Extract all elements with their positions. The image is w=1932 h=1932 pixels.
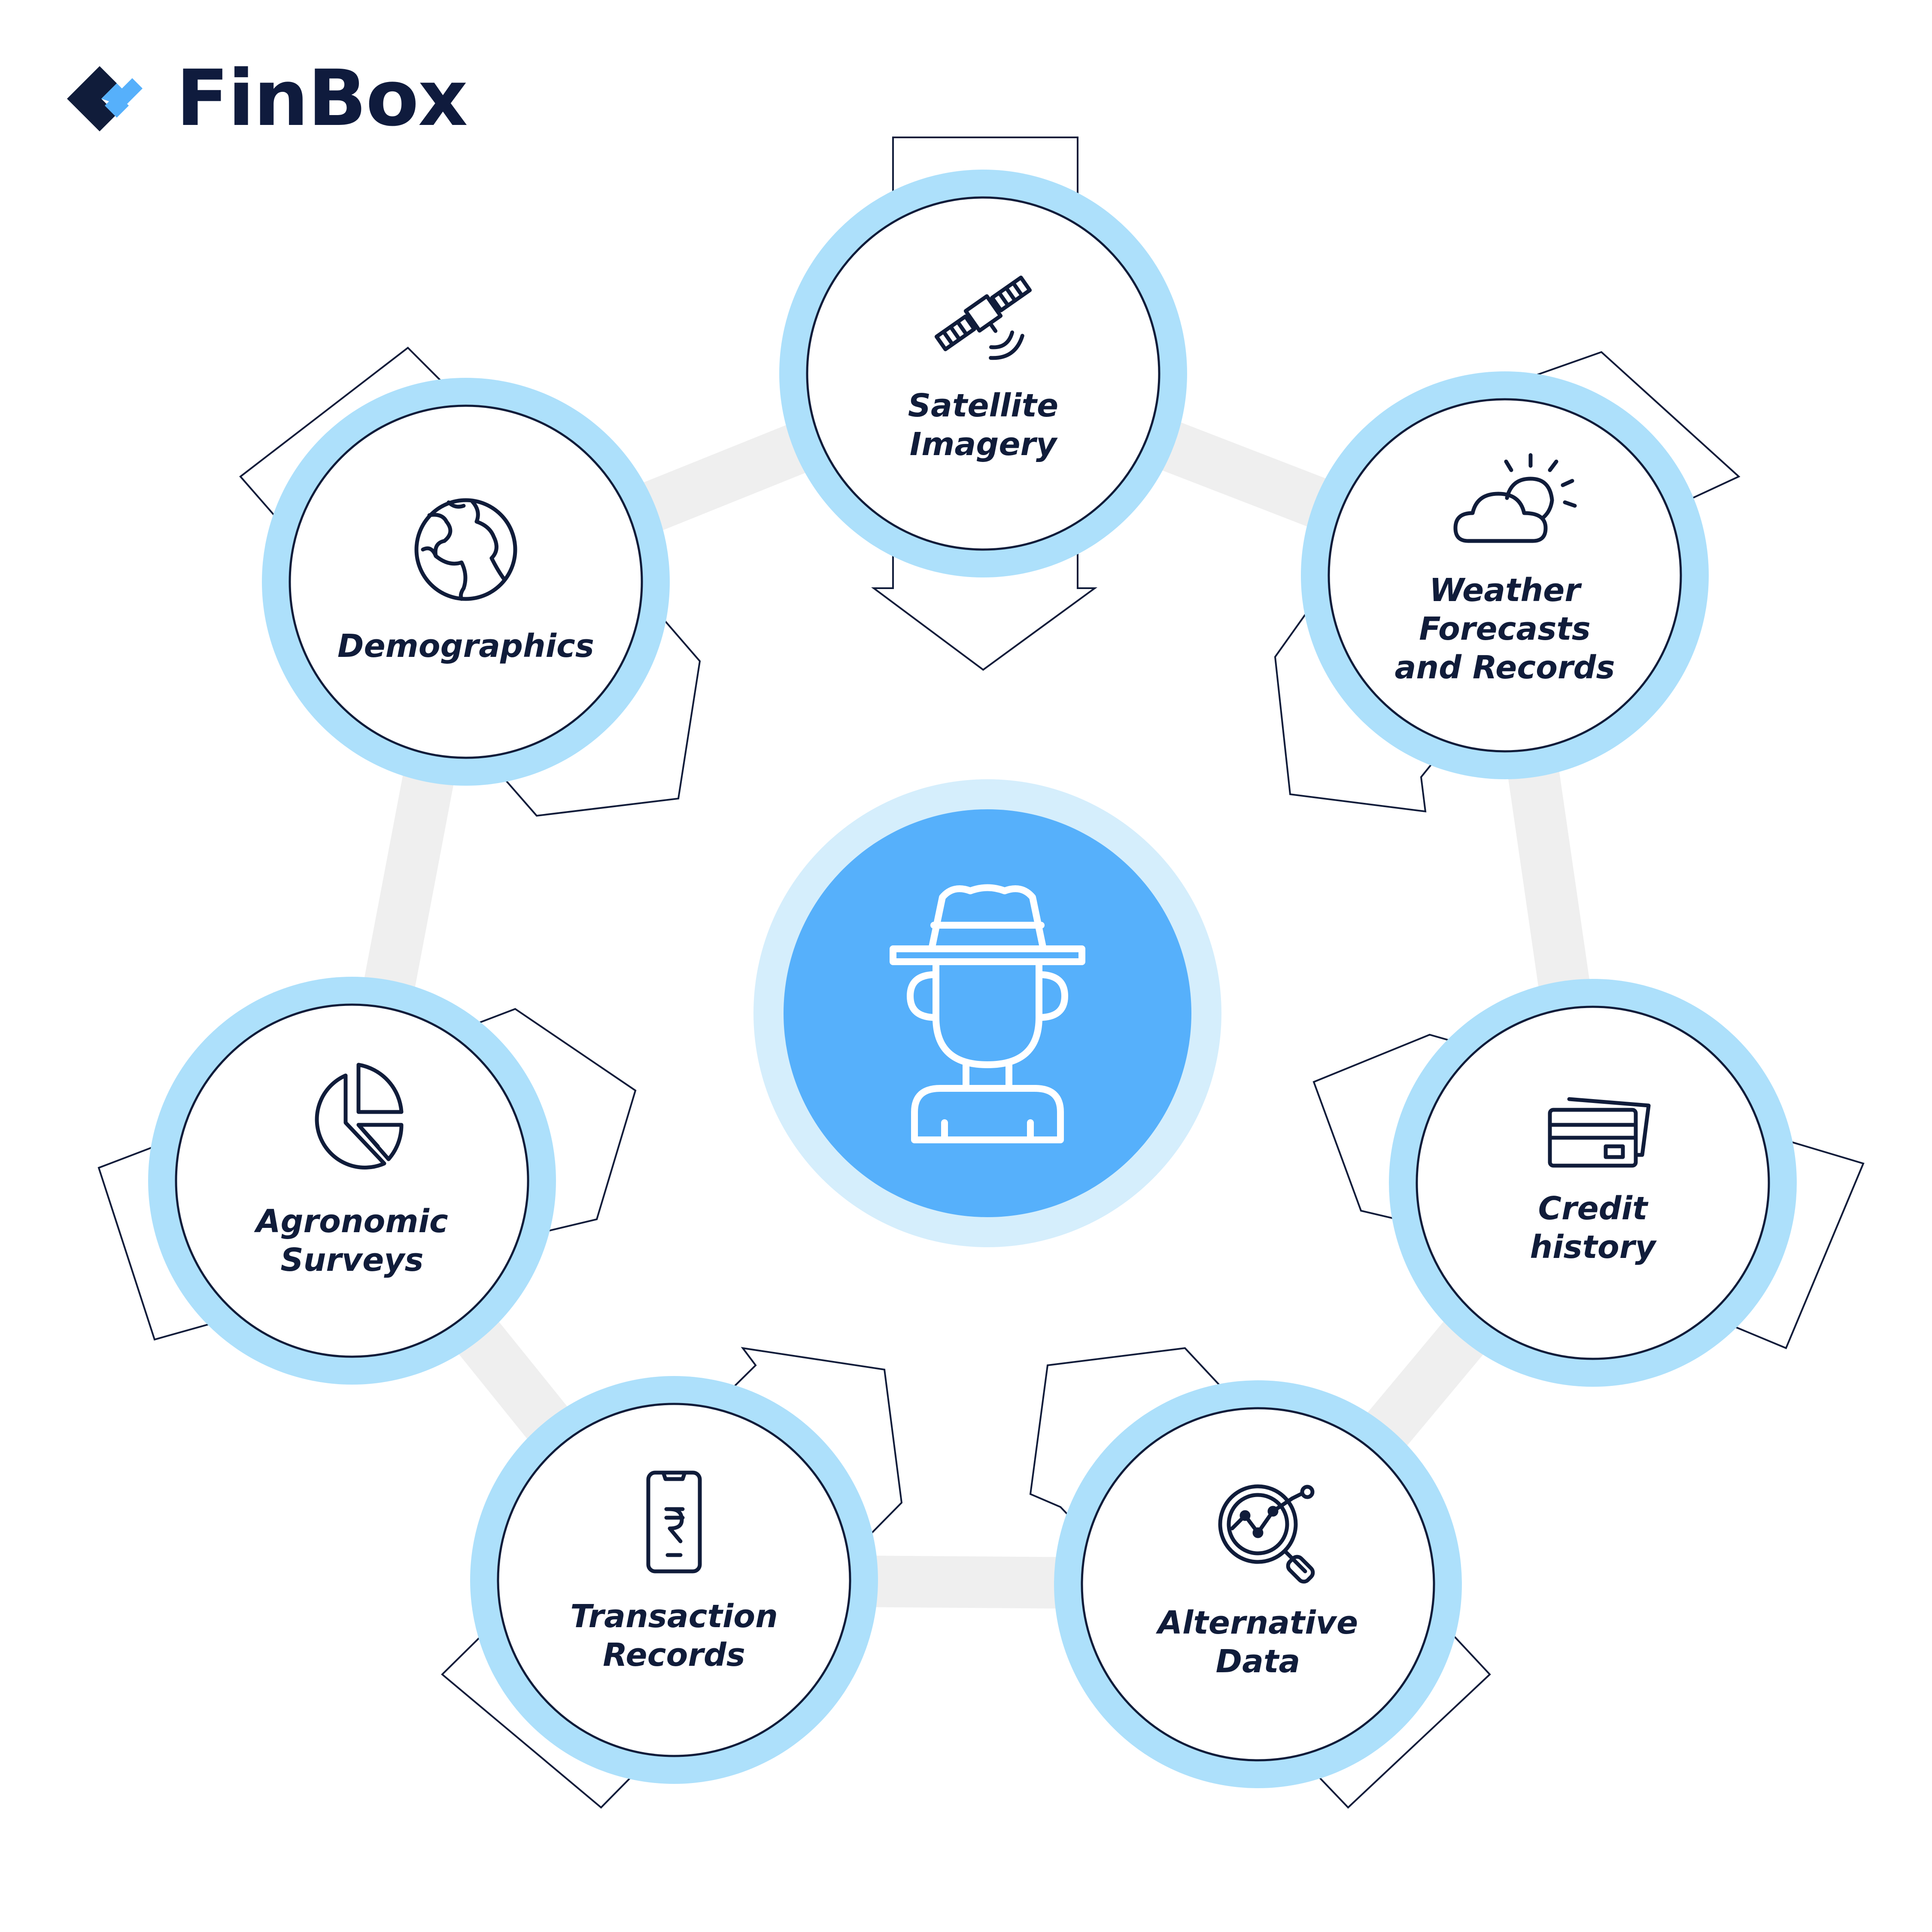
label-credit-history: Credit history [1530, 1190, 1656, 1266]
label-demographics: Demographics [337, 628, 594, 665]
node-agronomic-surveys[interactable] [148, 977, 556, 1385]
globe-icon [414, 498, 517, 601]
node-satellite-imagery[interactable] [779, 170, 1187, 577]
farmer-icon [890, 884, 1085, 1143]
node-credit-history[interactable] [1389, 979, 1797, 1387]
label-transaction-records: Transaction Records [570, 1598, 778, 1674]
node-transaction-records[interactable] [470, 1376, 878, 1784]
satellite-icon [934, 275, 1032, 360]
brand-name: FinBox [176, 54, 468, 143]
hub [753, 779, 1221, 1247]
label-weather-forecasts: Weather Forecasts and Records [1394, 572, 1615, 686]
analytics-magnifier-icon [1218, 1484, 1315, 1584]
pie-chart-icon [315, 1063, 404, 1170]
label-agronomic-surveys: Agronomic Surveys [256, 1203, 448, 1279]
mobile-rupee-icon [646, 1470, 702, 1574]
credit-card-icon [1548, 1097, 1651, 1168]
node-alternative-data[interactable] [1054, 1380, 1462, 1788]
brand: FinBox [60, 54, 468, 143]
node-weather-forecasts[interactable] [1301, 371, 1709, 779]
weather-icon [1453, 453, 1577, 543]
label-satellite-imagery: Satellite Imagery [908, 387, 1059, 463]
label-alternative-data: Alternative Data [1157, 1604, 1358, 1680]
finbox-logo-icon [67, 66, 143, 131]
